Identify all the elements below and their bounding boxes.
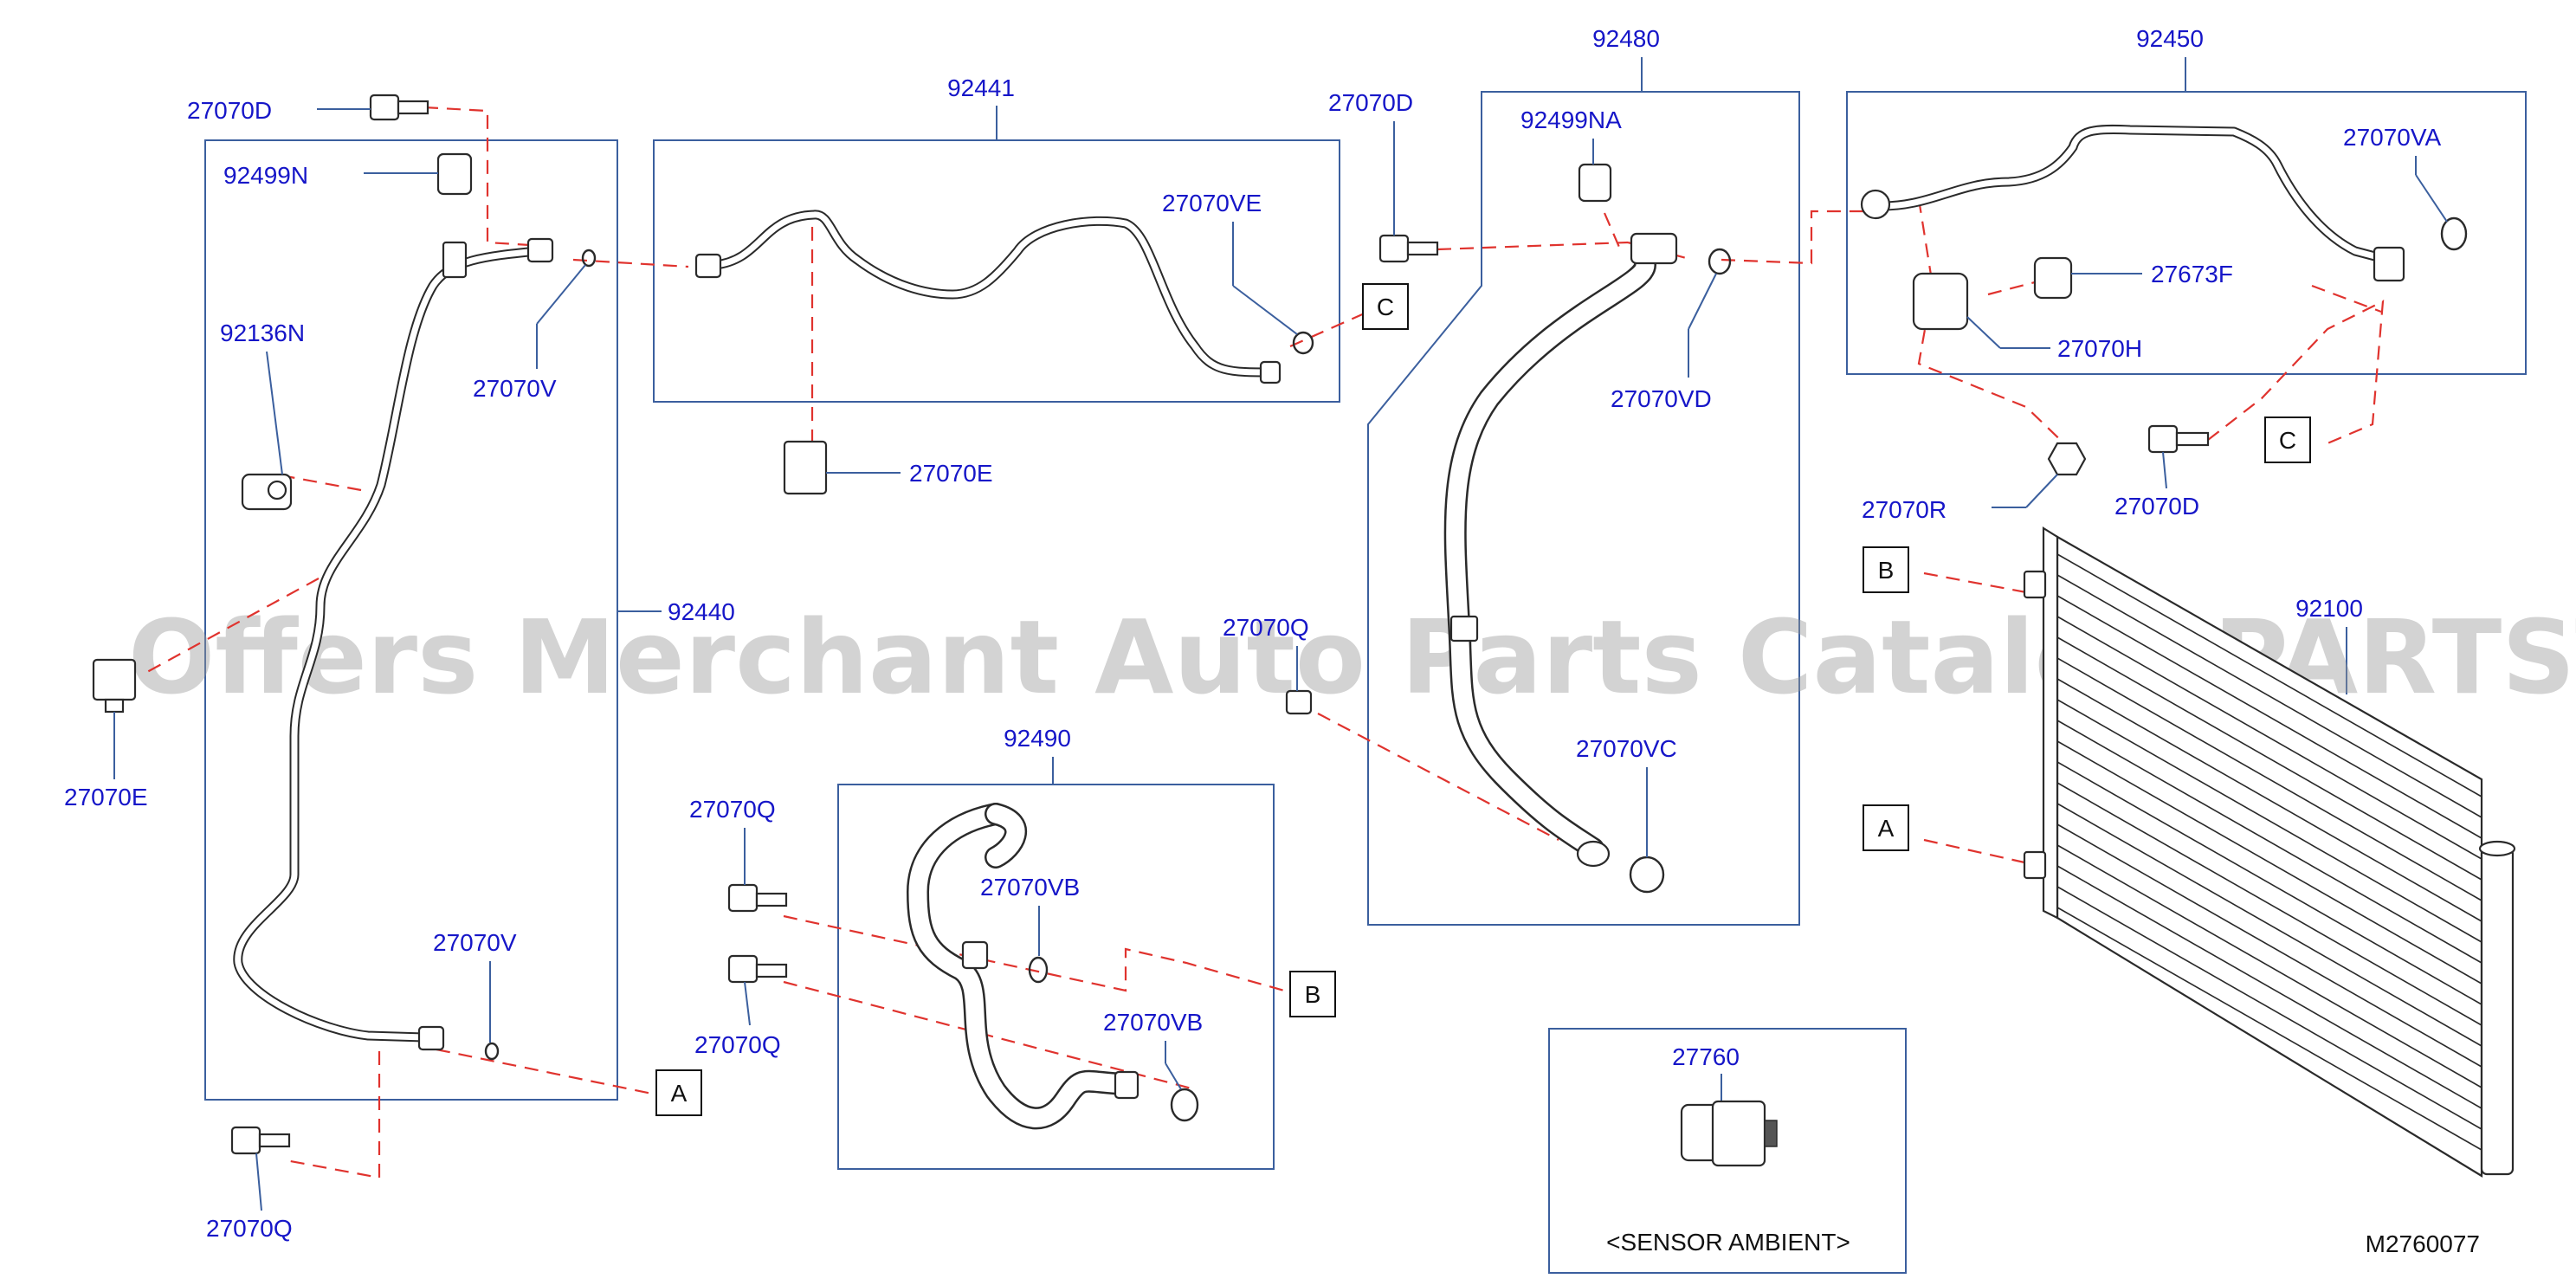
group-label-92440: 92440 [668, 598, 735, 625]
pipe-92441 [694, 210, 1282, 384]
label-27070VB-a: 27070VB [980, 874, 1080, 901]
label-27070Q-a: 27070Q [206, 1215, 293, 1242]
label-92499N: 92499N [223, 162, 308, 189]
group-box-27760 [1548, 1028, 1907, 1274]
label-27070Q-c: 27070Q [689, 796, 776, 823]
label-27070Q-b: 27070Q [1223, 614, 1309, 641]
pipe-92440 [233, 237, 554, 1051]
label-92499NA: 92499NA [1520, 107, 1622, 133]
o-ring-27070VD [1708, 248, 1732, 275]
label-27070H: 27070H [2057, 335, 2142, 362]
group-box-92440 [204, 139, 618, 1101]
ambient-sensor-27760 [1680, 1100, 1778, 1167]
o-ring-27070VB-b [1170, 1088, 1199, 1122]
ref-box-a-bottom: A [655, 1069, 702, 1116]
ref-box-c-right: C [2264, 416, 2311, 463]
label-27070VA: 27070VA [2343, 124, 2441, 151]
ref-box-b-bottom: B [1289, 971, 1336, 1017]
ref-box-b-right: B [1863, 546, 1909, 593]
label-27070Q-d: 27070Q [694, 1031, 781, 1058]
bolt-27070D-a [369, 94, 429, 121]
o-ring-27070V-b [484, 1042, 500, 1061]
bolt-27070D-c [2147, 424, 2210, 454]
ref-box-a-right: A [1863, 804, 1909, 851]
o-ring-27070VB-a [1028, 956, 1049, 984]
label-27070VD: 27070VD [1611, 385, 1712, 412]
pipe-92450 [1860, 124, 2405, 282]
bolt-27070D-b [1378, 234, 1439, 263]
label-92136N: 92136N [220, 320, 305, 346]
diagram-code: M2760077 [2366, 1230, 2480, 1257]
svg-text:A: A [671, 1080, 688, 1107]
svg-text:C: C [1377, 294, 1394, 320]
label-27070VC: 27070VC [1576, 735, 1677, 762]
o-ring-27070VE [1292, 331, 1314, 355]
assembly-links [146, 106, 2385, 1179]
label-27070V-b: 27070V [433, 929, 517, 956]
clamp-27070H [1912, 256, 2073, 331]
label-27070R: 27070R [1862, 496, 1947, 523]
svg-text:B: B [1878, 557, 1895, 584]
label-27070D-a: 27070D [187, 97, 272, 124]
label-27070VB-b: 27070VB [1103, 1009, 1203, 1036]
group-label-92441: 92441 [947, 74, 1015, 101]
label-27070E-b: 27070E [909, 460, 993, 487]
bolt-27070Q-c [727, 883, 788, 913]
label-27070VE: 27070VE [1162, 190, 1262, 216]
group-label-92450: 92450 [2136, 25, 2204, 52]
svg-text:B: B [1305, 981, 1321, 1008]
clip-27070E-b [783, 440, 828, 495]
group-box-92490 [837, 784, 1275, 1170]
label-27070D-c: 27070D [2114, 493, 2199, 520]
svg-text:C: C [2279, 427, 2296, 454]
o-ring-27070VA [2440, 216, 2468, 251]
ref-box-c-top: C [1362, 283, 1409, 330]
bolt-27070Q-b [1285, 689, 1313, 715]
svg-text:A: A [1878, 815, 1895, 842]
hose-92490 [907, 803, 1140, 1130]
condenser-92100 [2023, 526, 2516, 1178]
sensor-caption: <SENSOR AMBIENT> [1606, 1229, 1850, 1256]
group-label-92100: 92100 [2295, 595, 2363, 622]
group-box-92480 [1367, 91, 1800, 926]
group-label-92480: 92480 [1592, 25, 1660, 52]
group-label-27760: 27760 [1672, 1043, 1740, 1070]
hose-92480 [1443, 232, 1678, 868]
nut-27070R [2047, 442, 2087, 476]
label-27070V-a: 27070V [473, 375, 557, 402]
group-label-92490: 92490 [1004, 725, 1071, 752]
label-27070D-b: 27070D [1328, 89, 1413, 116]
bolt-27070Q-d [727, 954, 788, 984]
o-ring-27070V-a [581, 249, 597, 268]
valve-92499NA [1578, 163, 1612, 203]
bolt-27070Q-a [230, 1126, 291, 1155]
sensor-92136N [241, 473, 293, 511]
valve-92499N [436, 152, 473, 279]
label-27673F: 27673F [2151, 261, 2233, 287]
label-27070E-a: 27070E [64, 784, 148, 810]
o-ring-27070VC [1629, 856, 1665, 894]
